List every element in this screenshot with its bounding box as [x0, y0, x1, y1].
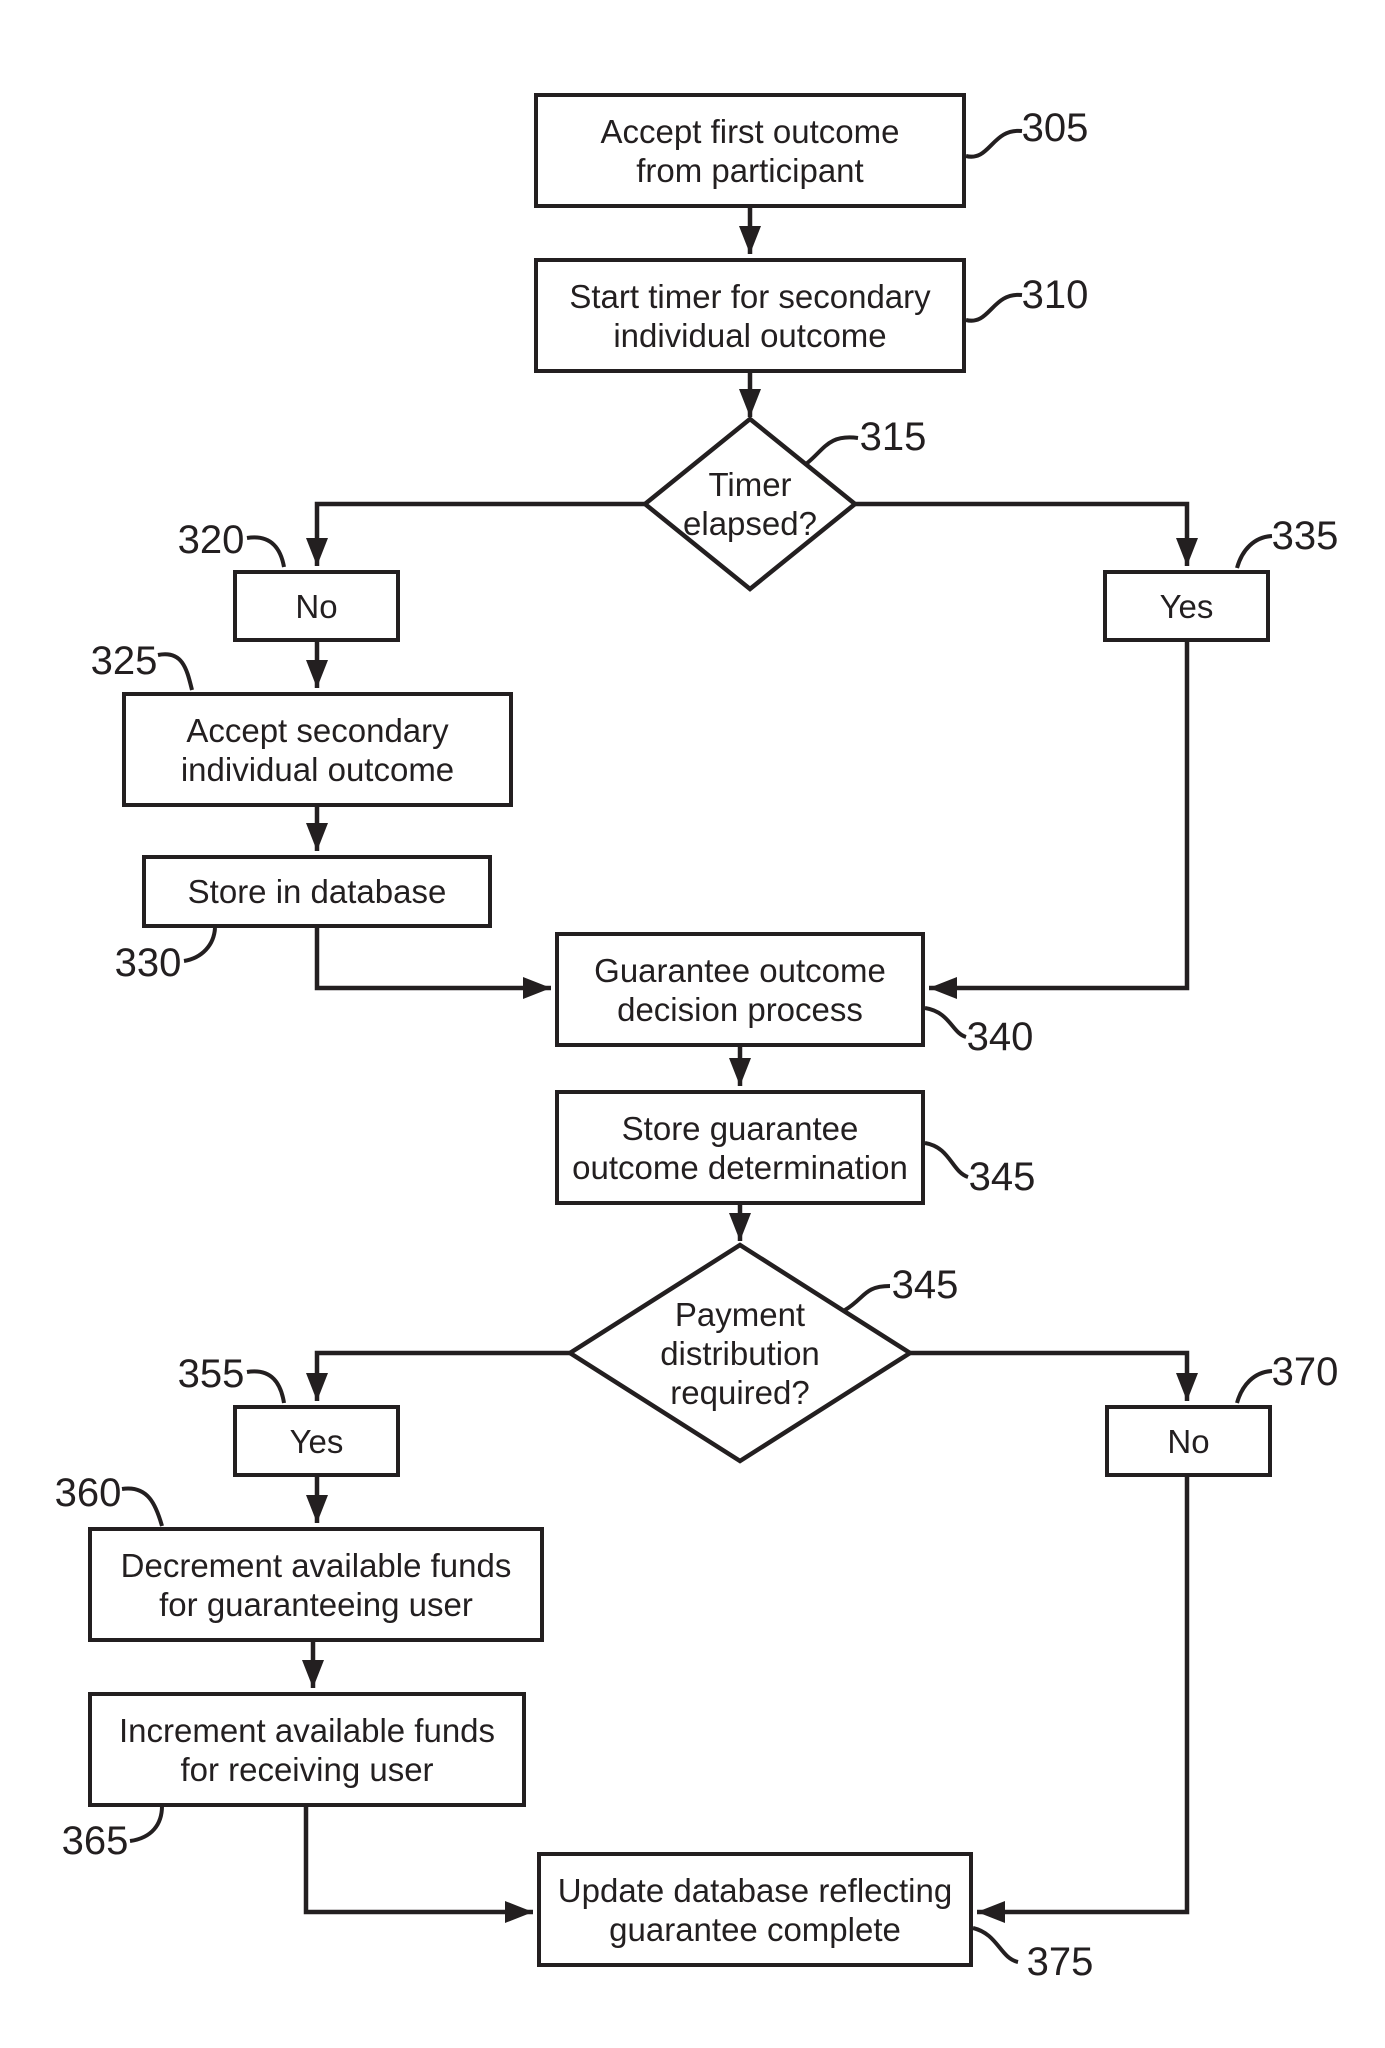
ref-number-375: 375: [1026, 1940, 1094, 1984]
ref-number-325: 325: [90, 639, 158, 683]
ref-number-340: 340: [966, 1015, 1034, 1059]
branch-no-timer: No: [233, 570, 400, 642]
ref-number-330: 330: [114, 941, 182, 985]
edge-335-to-340: [929, 642, 1190, 999]
leader-310: [965, 292, 1023, 323]
process-store-in-database: Store in database: [142, 855, 492, 928]
ref-number-305: 305: [1021, 106, 1089, 150]
process-update-database: Update database reflecting guarantee com…: [537, 1852, 973, 1967]
leader-360: [121, 1486, 164, 1527]
leader-335: [1235, 534, 1273, 569]
leader-320: [246, 535, 286, 568]
edge-315-to-335: [855, 501, 1198, 566]
ref-number-320: 320: [177, 518, 245, 562]
edge-370-to-375: [977, 1477, 1190, 1923]
process-increment-funds: Increment available funds for receiving …: [88, 1692, 526, 1807]
edge-330-to-340: [314, 928, 551, 999]
diamond-350-outline: [565, 1242, 915, 1464]
ref-number-365: 365: [61, 1819, 129, 1863]
ref-number-350: 345: [891, 1263, 959, 1307]
leader-365: [129, 1805, 164, 1843]
leader-350: [843, 1284, 891, 1312]
edge-350-to-370: [910, 1350, 1198, 1401]
process-start-timer: Start timer for secondary individual out…: [534, 258, 966, 373]
edge-350-to-355: [306, 1350, 570, 1401]
ref-number-370: 370: [1271, 1350, 1339, 1394]
process-decrement-funds: Decrement available funds for guaranteei…: [88, 1527, 544, 1642]
leader-315: [804, 435, 859, 466]
diamond-315-outline: [641, 416, 859, 592]
edge-315-to-320: [306, 501, 645, 566]
leader-330: [183, 927, 217, 963]
edge-365-to-375: [303, 1807, 533, 1923]
ref-number-355: 355: [177, 1352, 245, 1396]
process-guarantee-decision: Guarantee outcome decision process: [555, 932, 925, 1047]
branch-yes-payment: Yes: [233, 1405, 400, 1477]
branch-no-payment: No: [1105, 1405, 1272, 1477]
branch-yes-timer: Yes: [1103, 570, 1270, 642]
leader-375: [972, 1926, 1019, 1964]
ref-number-360: 360: [54, 1471, 122, 1515]
ref-number-335: 335: [1271, 514, 1339, 558]
ref-number-315: 315: [859, 415, 927, 459]
ref-number-345: 345: [968, 1155, 1036, 1199]
ref-number-310: 310: [1021, 273, 1089, 317]
leader-355: [246, 1369, 286, 1404]
process-store-guarantee-determination: Store guarantee outcome determination: [555, 1090, 925, 1205]
process-accept-first-outcome: Accept first outcome from participant: [534, 93, 966, 208]
leader-345: [924, 1141, 969, 1179]
leader-305: [965, 128, 1023, 159]
leader-340: [924, 1006, 967, 1039]
leader-370: [1235, 1369, 1273, 1404]
process-accept-secondary-outcome: Accept secondary individual outcome: [122, 692, 513, 807]
leader-325: [157, 652, 194, 691]
